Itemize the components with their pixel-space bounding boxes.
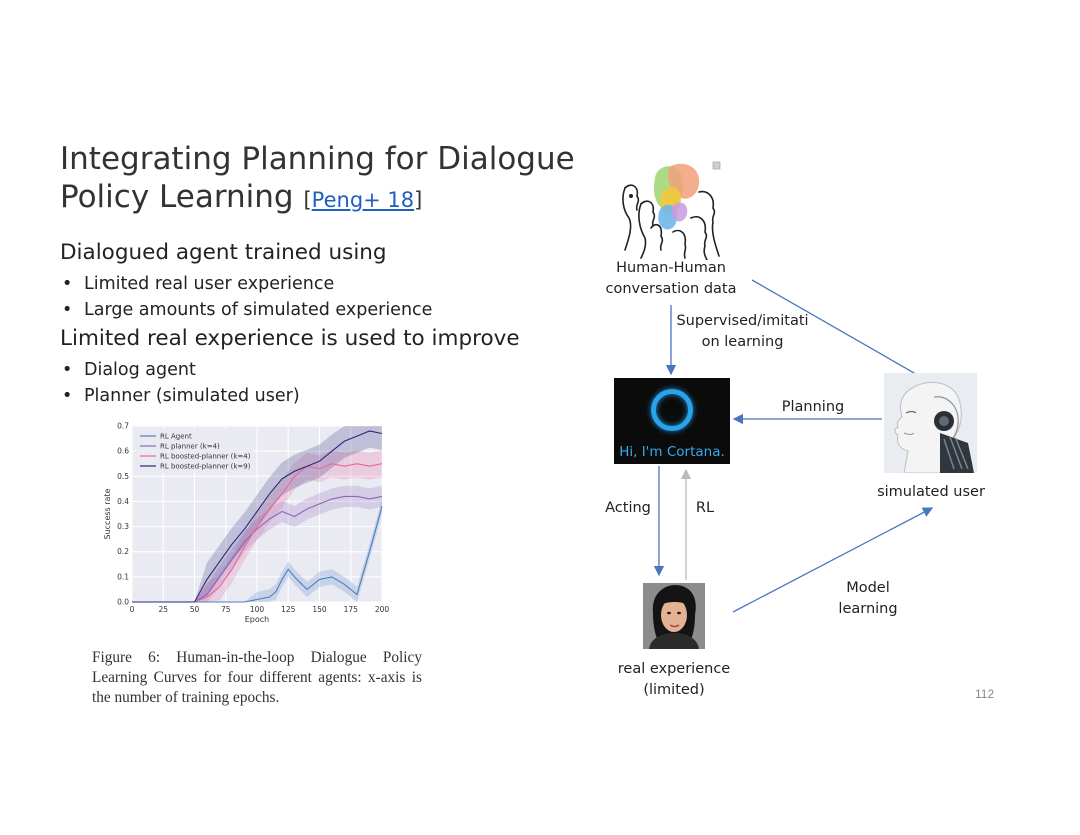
planning-label: Planning [781,399,845,415]
cortana-ring-icon [651,389,693,431]
x-tick-label: 200 [375,605,390,614]
x-tick-label: 0 [130,605,135,614]
y-tick-label: 0.7 [117,422,129,431]
arrow-model-learning [732,507,934,613]
y-tick-label: 0.6 [117,447,129,456]
slide-title: Integrating Planning for Dialogue Policy… [60,140,580,219]
real-exp-line-1: real experience [617,661,731,677]
series-band [132,485,382,602]
legend-label: RL Agent [160,433,192,441]
bullet-item: Planner (simulated user) [60,383,300,409]
real-exp-line-2: (limited) [643,682,705,698]
series-line [132,463,383,603]
page-number: 112 [975,687,995,701]
human-data-label: Human-Human conversation data [596,258,746,300]
x-tick-label: 125 [281,605,296,614]
real-user-photo [643,583,705,649]
series-line [132,495,383,603]
bullet-list-1: Limited real user experience Large amoun… [60,271,432,323]
title-line-1: Integrating Planning for Dialogue [60,141,575,177]
model-line-1: Model [846,580,890,596]
series-band [132,498,382,602]
series-line [132,430,383,603]
cortana-greeting: Hi, I'm Cortana. [619,444,725,460]
cortana-agent-box: Hi, I'm Cortana. [614,378,730,464]
y-tick-label: 0.0 [117,598,129,607]
y-tick-label: 0.1 [117,572,129,581]
human-data-line-1: Human-Human [616,260,726,276]
title-line-2-text: Policy Learning [60,179,294,215]
series-line [132,506,383,603]
bullet-list-2: Dialog agent Planner (simulated user) [60,357,300,409]
arrow-human-to-sim [751,279,937,386]
figure-caption: Figure 6: Human-in-the-loop Dialogue Pol… [92,649,422,706]
y-tick-label: 0.5 [117,472,129,481]
citation-link[interactable]: Peng+ 18 [311,188,415,212]
x-tick-label: 175 [344,605,359,614]
model-line-2: learning [838,601,898,617]
x-tick-label: 100 [250,605,265,614]
x-tick-label: 50 [190,605,200,614]
success-rate-chart: 0 25 50 75 100 125 150 175 200 0.0 0.1 0.2 0.3 0.4 0.5… [103,422,390,625]
supervised-label: Supervised/imitati on learning [670,311,815,353]
real-experience-label: real experience (limited) [604,659,744,701]
rl-label: RL [695,500,715,516]
legend-label: RL boosted-planner (k=9) [160,463,251,471]
model-learning-label: Model learning [825,578,911,620]
legend-label: RL boosted-planner (k=4) [160,453,251,461]
x-tick-label: 25 [158,605,168,614]
chart-legend: RL Agent RL planner (k=4) RL boosted-plann… [136,429,254,473]
series-band [132,426,382,602]
acting-label: Acting [605,500,651,516]
legend-label: RL planner (k=4) [160,443,220,451]
cite-close: ] [414,188,423,212]
heading-trained-using: Dialogued agent trained using [60,240,387,265]
cite-open: [ [303,188,312,212]
y-axis-label: Success rate [103,488,112,539]
bullet-item: Limited real user experience [60,271,432,297]
human-data-line-2: conversation data [605,281,737,297]
supervised-line-2: on learning [701,334,784,350]
title-line-2: Policy Learning [Peng+ 18] [60,178,580,219]
bullet-item: Large amounts of simulated experience [60,297,432,323]
y-tick-label: 0.4 [117,497,129,506]
citation: [Peng+ 18] [303,188,422,212]
y-tick-label: 0.3 [117,522,129,531]
robot-simulated-user-icon [884,373,977,473]
bullet-item: Dialog agent [60,357,300,383]
supervised-line-1: Supervised/imitati [676,313,809,329]
y-tick-label: 0.2 [117,547,129,556]
x-tick-label: 75 [221,605,231,614]
heading-improve: Limited real experience is used to impro… [60,326,520,351]
simulated-user-label: simulated user [877,484,985,500]
conversation-people-icon [622,161,721,260]
x-tick-label: 150 [312,605,327,614]
x-axis-label: Epoch [245,615,270,624]
